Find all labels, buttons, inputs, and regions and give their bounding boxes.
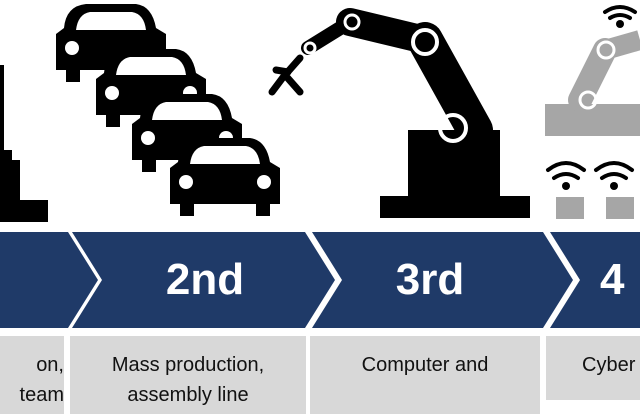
band-stage-4	[550, 232, 640, 328]
stage-description-2: Mass production, assembly line	[70, 336, 306, 414]
steam-machine-icon	[0, 65, 48, 222]
diagram-canvas	[0, 4, 640, 328]
stage-label-1	[0, 232, 70, 328]
stage-label-2: 2nd	[165, 255, 245, 304]
stage-2-line-1: Mass production,	[111, 354, 265, 376]
stage-description-4: Cyber	[546, 336, 640, 400]
stage-4-line-2: Cyber	[582, 354, 636, 376]
stage-1-line-2: team	[19, 384, 64, 406]
stage-label-3: 3rd	[395, 255, 465, 304]
robot-arm-icon	[268, 8, 530, 218]
stage-1-line-1: on,	[36, 354, 64, 376]
stage-description-1: on, team	[0, 336, 64, 414]
car-icon	[56, 4, 280, 216]
band-stage-1	[0, 232, 98, 328]
stage-label-4: 4	[600, 255, 625, 304]
band-stage-3	[312, 232, 573, 328]
band-stage-2	[72, 232, 335, 328]
stage-3-line-2: Computer and	[361, 354, 489, 376]
stage-description-3: Computer and	[310, 336, 540, 414]
stage-2-line-2: assembly line	[127, 384, 249, 406]
wifi-icon	[545, 5, 640, 219]
